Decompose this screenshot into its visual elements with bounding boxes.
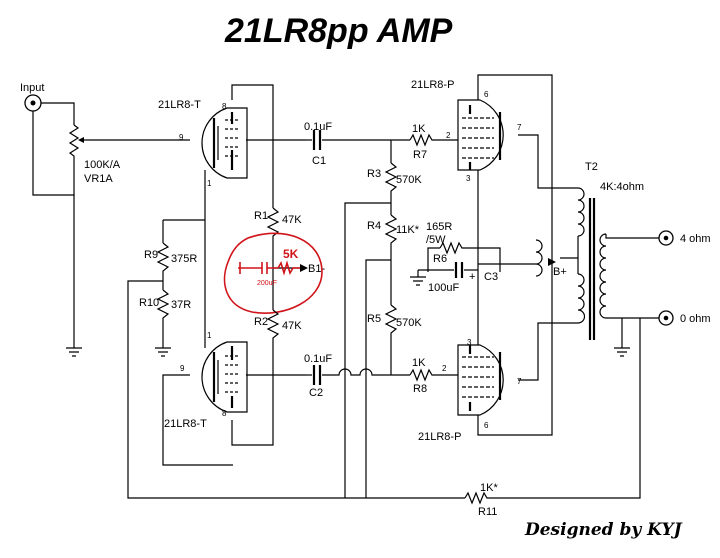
vr1-name: VR1A	[84, 173, 113, 185]
r10-value: 37R	[171, 299, 191, 311]
input-jack	[24, 94, 42, 112]
tube-label-v2-bottom: 21LR8-P	[418, 431, 461, 443]
pin-label: 7	[517, 377, 522, 386]
r8-value: 1K	[412, 357, 426, 369]
r11-value: 1K*	[480, 482, 498, 494]
r7-value: 1K	[412, 123, 426, 135]
resistor-r8	[409, 368, 458, 382]
driver-tube-bottom	[201, 341, 248, 413]
tube-label-v1-top: 21LR8-T	[158, 99, 201, 111]
pin-label: 6	[484, 90, 489, 99]
r2-value: 47K	[282, 320, 302, 332]
pin-label: 3	[466, 174, 471, 183]
r6-value-bottom: /5W	[426, 234, 446, 246]
capacitor-c1	[306, 130, 410, 150]
output-tube-top	[457, 99, 504, 171]
c3-plus: +	[469, 271, 475, 283]
tube-label-v2-top: 21LR8-P	[411, 79, 454, 91]
output-tube-bottom	[457, 344, 504, 416]
capacitor-c3	[454, 262, 478, 278]
output-label-4ohm: 4 ohm	[680, 233, 711, 245]
r10-name: R10	[139, 297, 159, 309]
c1-name: C1	[312, 155, 326, 167]
resistor-r4	[384, 214, 398, 247]
input-label: Input	[20, 82, 44, 94]
r5-name: R5	[367, 313, 381, 325]
b1-arrow	[300, 264, 308, 272]
pin-label: 8	[222, 102, 227, 111]
output-label-0ohm: 0 ohm	[680, 313, 711, 325]
t2-ratio: 4K:4ohm	[600, 181, 644, 193]
pin-label: 1	[207, 179, 212, 188]
ground-symbol-cathode	[155, 347, 171, 357]
t2-name: T2	[585, 161, 598, 173]
r6-name: R6	[433, 253, 447, 265]
r4-name: R4	[367, 220, 381, 232]
r7-name: R7	[413, 149, 427, 161]
resistor-r10	[156, 289, 170, 322]
driver-tube-top	[201, 107, 248, 179]
resistor-r11	[464, 491, 500, 505]
resistor-r3	[384, 162, 398, 195]
r5-value: 570K	[396, 317, 422, 329]
ground-symbol-input	[66, 347, 82, 357]
b1-label: B1-	[308, 263, 325, 275]
resistor-r1	[266, 207, 280, 240]
pin-label: 8	[222, 409, 227, 418]
r9-name: R9	[144, 249, 158, 261]
resistor-r6	[427, 241, 501, 272]
ground-symbol-transformer	[614, 347, 630, 357]
resistor-r7	[409, 133, 458, 147]
resistor-r5	[384, 304, 398, 337]
red-annotation: 5K 200uF	[223, 232, 323, 314]
bplus-arrow	[548, 258, 556, 266]
pin-label: 9	[180, 364, 185, 373]
pin-label: 3	[467, 338, 472, 347]
c3-value: 100uF	[428, 282, 459, 294]
capacitor-c2	[306, 365, 410, 385]
r1-value: 47K	[282, 214, 302, 226]
resistor-r9	[156, 242, 170, 275]
c2-name: C2	[309, 387, 323, 399]
r11-name: R11	[478, 506, 497, 518]
bplus-label: B+	[553, 266, 567, 278]
output-jack-4ohm[interactable]	[658, 230, 674, 246]
pin-label: 9	[179, 133, 184, 142]
c1-value: 0.1uF	[304, 121, 332, 133]
schematic-title: 21LR8pp AMP	[224, 12, 453, 50]
r9-value: 375R	[171, 253, 197, 265]
pin-label: 6	[484, 421, 489, 430]
r1-name: R1	[254, 210, 268, 222]
r2-name: R2	[254, 316, 268, 328]
r4-value: 11K*	[396, 224, 420, 236]
annotation-capacitor: 200uF	[257, 280, 277, 287]
r8-name: R8	[413, 383, 427, 395]
vr1-value: 100K/A	[84, 159, 121, 171]
r6-value-top: 165R	[426, 221, 452, 233]
pin-label: 1	[207, 331, 212, 340]
c3-name: C3	[484, 271, 498, 283]
r3-name: R3	[367, 168, 381, 180]
output-jack-0ohm[interactable]	[658, 310, 674, 326]
output-transformer	[560, 187, 607, 340]
pin-label: 2	[446, 131, 451, 140]
designer-credit: Designed by KYJ	[524, 520, 683, 540]
c2-value: 0.1uF	[304, 353, 332, 365]
pin-label: 7	[517, 123, 522, 132]
annotation-resistor: 5K	[283, 247, 299, 261]
tube-label-v1-bottom: 21LR8-T	[164, 418, 207, 430]
r3-value: 570K	[396, 174, 422, 186]
pin-label: 2	[442, 364, 447, 373]
resistor-r2	[266, 309, 280, 342]
volume-potentiometer	[68, 124, 86, 160]
ground-symbol-output	[410, 276, 426, 286]
